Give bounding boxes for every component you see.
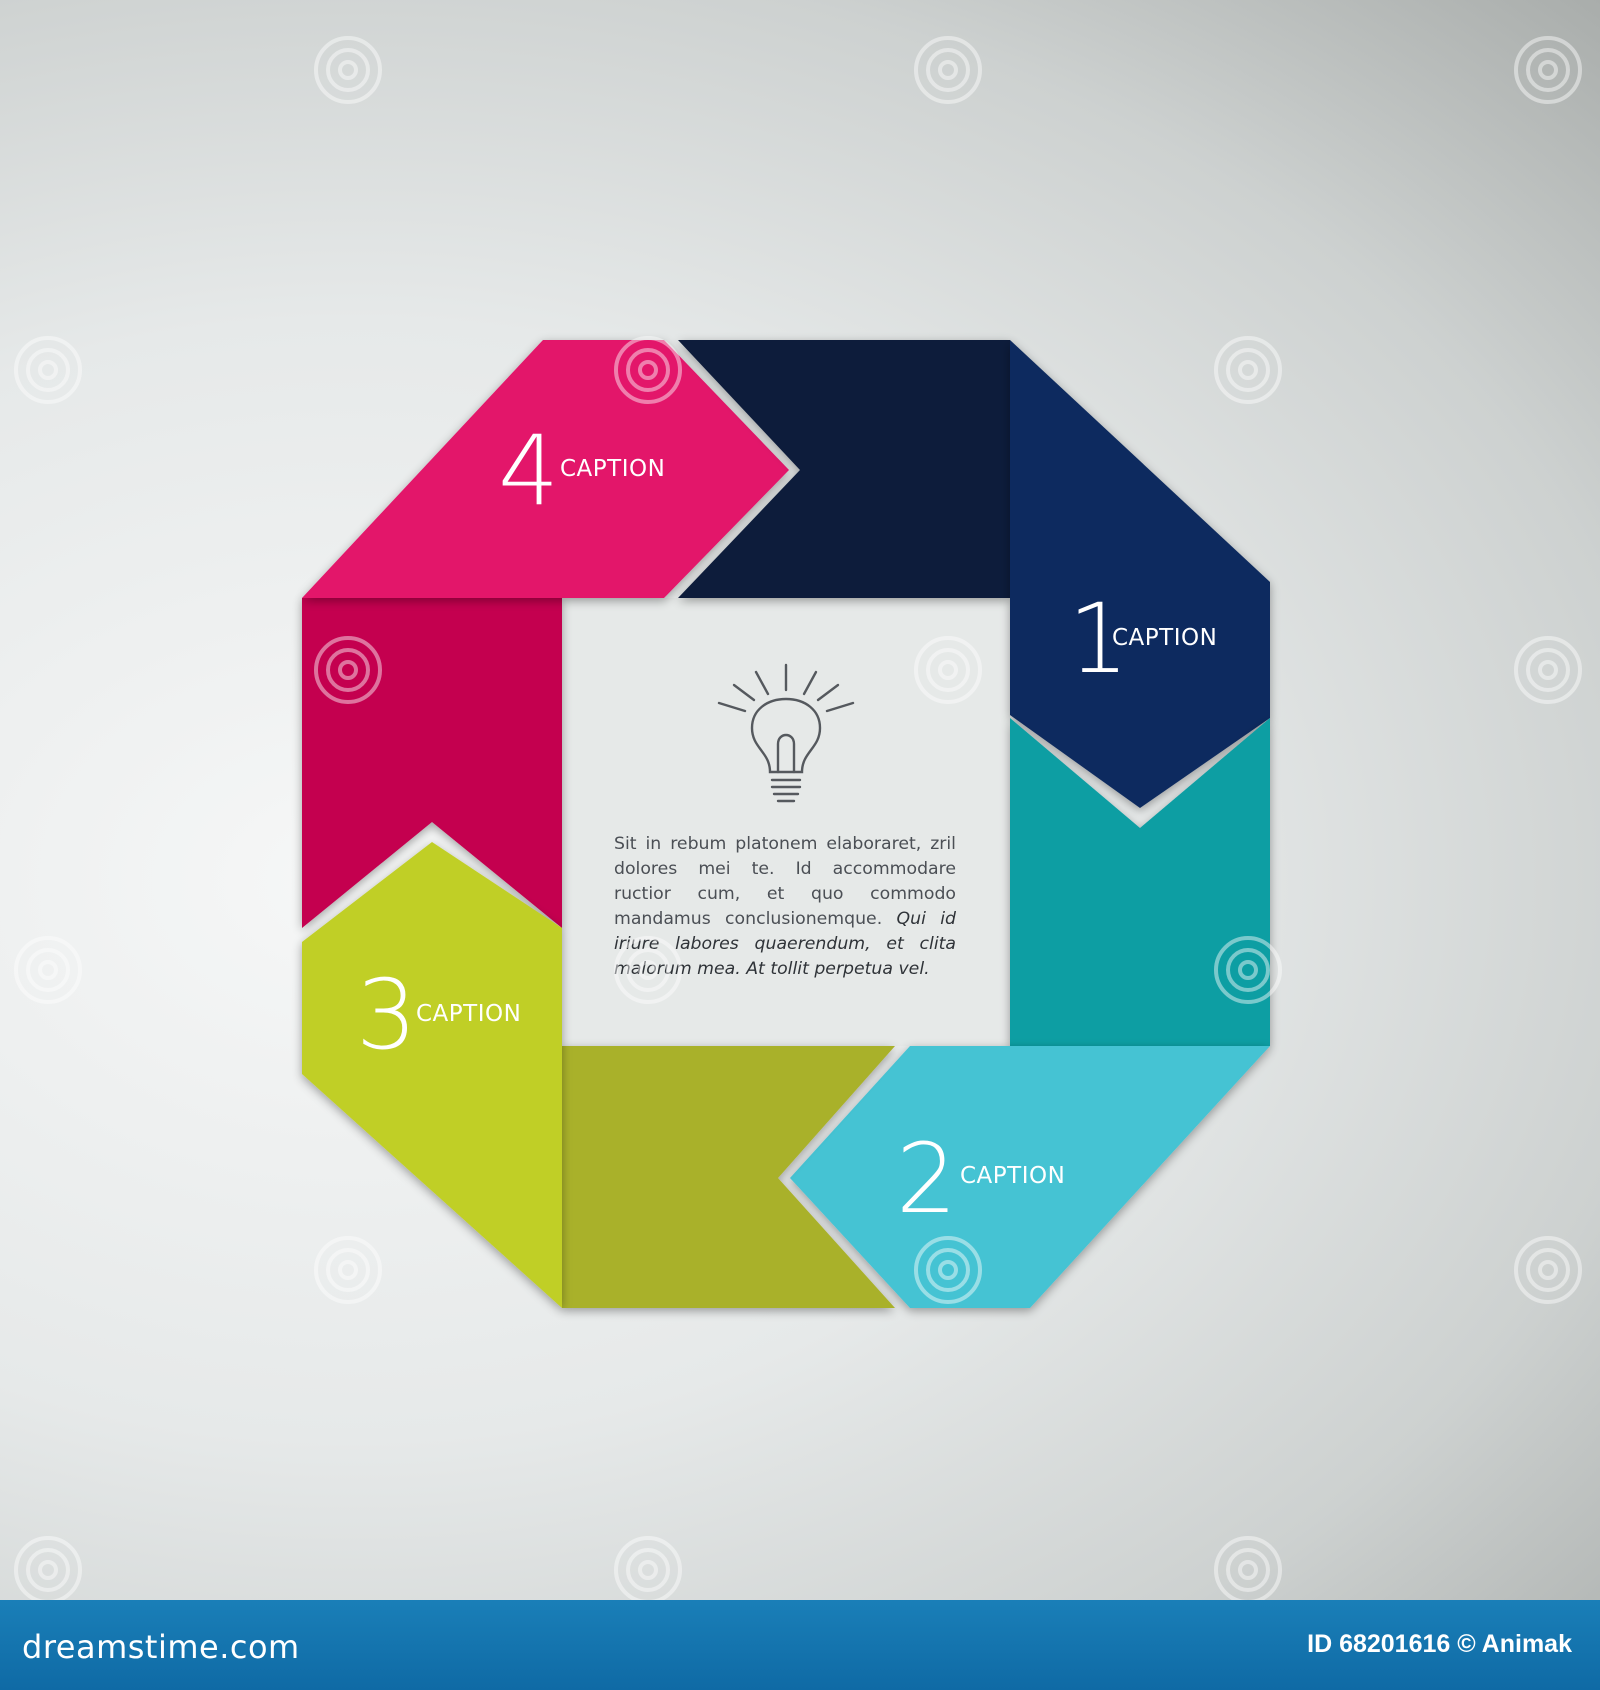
segment-2-upper <box>1010 718 1270 1046</box>
step-3-caption: CAPTION <box>416 1001 521 1027</box>
lightbulb-icon <box>717 663 855 803</box>
watermark-spiral-icon <box>1212 934 1284 1006</box>
description-italic: Qui id iriure labores quaerendum, et cli… <box>614 909 956 979</box>
watermark-spiral-icon <box>1212 334 1284 406</box>
step-1-caption: CAPTION <box>1112 625 1217 651</box>
description-plain: Sit in rebum platonem elaboraret, zril d… <box>614 834 956 929</box>
step-3-number: 3 <box>356 959 417 1071</box>
watermark-spiral-icon <box>12 334 84 406</box>
step-1-number: 1 <box>1068 583 1129 695</box>
footer-bar: dreamstime.com ID 68201616 © Animak <box>0 1600 1600 1690</box>
segment-4-arrow <box>302 340 789 598</box>
step-4-number: 4 <box>498 415 559 527</box>
watermark-spiral-icon <box>1512 34 1584 106</box>
canvas: 1 CAPTION 2 CAPTION 3 CAPTION 4 CAPTION <box>0 0 1600 1600</box>
center-description: Sit in rebum platonem elaboraret, zril d… <box>614 832 956 982</box>
watermark-spiral-icon <box>1512 634 1584 706</box>
watermark-spiral-icon <box>912 34 984 106</box>
watermark-spiral-icon <box>312 1234 384 1306</box>
step-4-label: 4 CAPTION <box>498 415 665 527</box>
segment-1-upper <box>678 340 1010 598</box>
step-4-caption: CAPTION <box>560 456 665 482</box>
image-id-credit: ID 68201616 © Animak <box>1307 1630 1572 1658</box>
watermark-spiral-icon <box>12 934 84 1006</box>
step-2-caption: CAPTION <box>960 1163 1065 1189</box>
watermark-spiral-icon <box>912 1234 984 1306</box>
watermark-spiral-icon <box>912 634 984 706</box>
watermark-spiral-icon <box>612 1534 684 1600</box>
segment-2-arrow <box>790 1046 1270 1308</box>
step-2-number: 2 <box>896 1123 957 1235</box>
watermark-spiral-icon <box>312 34 384 106</box>
segment-4-lower <box>302 598 562 928</box>
watermark-spiral-icon <box>12 1534 84 1600</box>
segment-3-arrow <box>302 842 562 1308</box>
step-1-label: 1 CAPTION <box>1068 583 1217 695</box>
step-3-label: 3 CAPTION <box>356 959 521 1071</box>
octagon-cycle-diagram: 1 CAPTION 2 CAPTION 3 CAPTION 4 CAPTION <box>302 340 1270 1308</box>
segment-3-lower <box>562 1046 895 1308</box>
watermark-spiral-icon <box>1212 1534 1284 1600</box>
brand-wordmark: dreamstime.com <box>22 1628 300 1666</box>
segment-1-arrow <box>1010 340 1270 808</box>
watermark-spiral-icon <box>312 634 384 706</box>
watermark-spiral-icon <box>612 334 684 406</box>
watermark-spiral-icon <box>1512 1234 1584 1306</box>
step-2-label: 2 CAPTION <box>896 1123 1065 1235</box>
watermark-spiral-icon <box>612 934 684 1006</box>
